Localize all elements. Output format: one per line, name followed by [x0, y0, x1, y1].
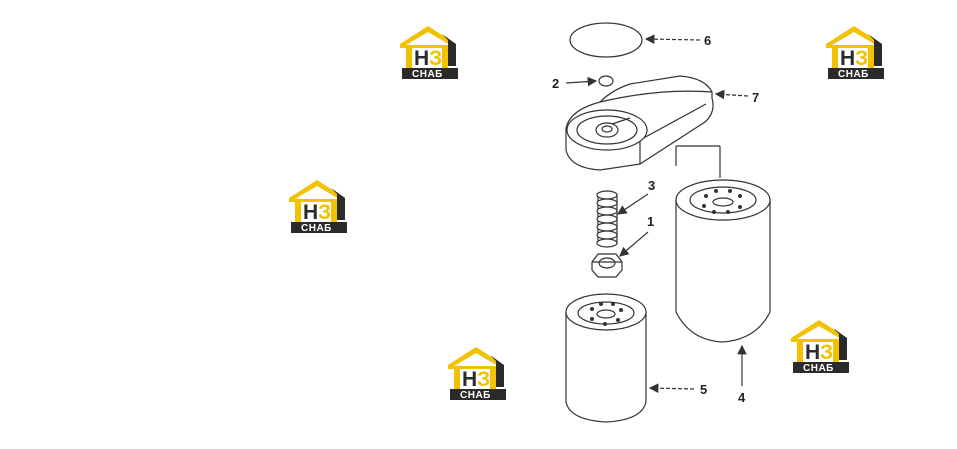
callout-7: 7: [752, 90, 759, 105]
logo-watermark: H З СНАБ: [448, 347, 506, 401]
callout-2: 2: [552, 76, 559, 91]
part-1-hex-nut: [591, 253, 623, 278]
logo-letter-h: H: [414, 47, 429, 70]
callouts: 1 2 3 4 5 6 7: [552, 33, 759, 405]
logo-subtitle: СНАБ: [803, 363, 834, 374]
logo-letter-h: H: [840, 47, 855, 70]
callout-3: 3: [648, 178, 655, 193]
logo-letter-z: З: [429, 47, 442, 70]
part-4-large-filter: [675, 179, 771, 343]
leader-5: [648, 383, 695, 393]
logo-letter-z: З: [820, 341, 833, 364]
leader-7: [714, 89, 749, 100]
part-3-spring: [596, 190, 618, 248]
logo-letter-h: H: [805, 341, 820, 364]
logo-watermark: H З СНАБ: [400, 26, 458, 80]
logo-subtitle: СНАБ: [412, 69, 443, 80]
callout-6: 6: [704, 33, 711, 48]
callout-4: 4: [738, 390, 746, 405]
part-7-filter-head: [565, 75, 721, 178]
logo-watermark: H З СНАБ: [826, 26, 884, 80]
part-6-cap-disc: [569, 22, 643, 58]
logo-letter-z: З: [477, 368, 490, 391]
logo-letter-h: H: [303, 201, 318, 224]
leader-1: [619, 231, 649, 257]
part-2-o-ring: [598, 75, 614, 87]
logo-subtitle: СНАБ: [838, 69, 869, 80]
part-5-small-filter: [565, 293, 647, 423]
logo-watermark: H З СНАБ: [289, 180, 347, 234]
logo-letter-z: З: [855, 47, 868, 70]
logo-letter-z: З: [318, 201, 331, 224]
callout-5: 5: [700, 382, 707, 397]
logo-letter-h: H: [462, 368, 477, 391]
leader-lines: [565, 34, 749, 393]
leader-3: [617, 193, 649, 215]
logo-subtitle: СНАБ: [460, 390, 491, 401]
callout-1: 1: [647, 214, 654, 229]
logo-watermark: H З СНАБ: [791, 320, 849, 374]
logo-subtitle: СНАБ: [301, 223, 332, 234]
leader-2: [565, 76, 598, 87]
leader-6: [644, 34, 701, 44]
